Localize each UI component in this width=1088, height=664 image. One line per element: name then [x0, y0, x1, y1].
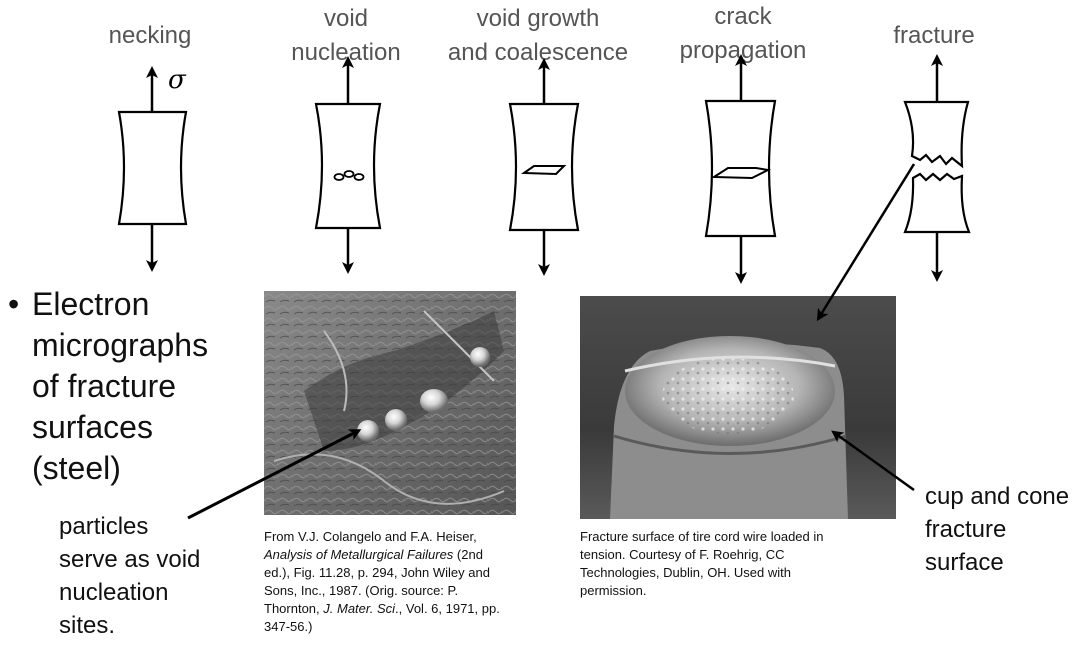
void: [353, 173, 365, 181]
callout-line: cup and cone: [925, 483, 1070, 510]
stage-label-line: void: [323, 5, 369, 32]
stage-label-line: necking: [108, 22, 192, 49]
caption-line: 347-56.): [264, 618, 554, 636]
stage-label-fracture: fracture: [874, 19, 994, 53]
callout-line: surface: [925, 549, 1004, 576]
particle: [420, 389, 448, 413]
caption-line: Fracture surface of tire cord wire loade…: [580, 528, 890, 546]
bullet-line: (steel): [32, 450, 121, 486]
stage-label-crack-propagation: crack propagation: [668, 0, 818, 68]
caption-text: Sons, Inc., 1987. (Orig. source: P.: [264, 583, 459, 598]
caption-text: ., Vol. 6, 1971, pp.: [395, 601, 500, 616]
stage-label-line: fracture: [893, 22, 975, 49]
fracture-specimen: [903, 54, 971, 282]
necking-specimen: σ: [117, 65, 188, 272]
callout-line: particles: [59, 513, 149, 540]
bullet-line: of fracture: [32, 368, 177, 404]
caption-line: From V.J. Colangelo and F.A. Heiser,: [264, 528, 554, 546]
fracture-to-micrograph-arrow: [816, 163, 916, 322]
specimen-outline: [314, 102, 382, 230]
cup-cone-pointer-arrow: [831, 430, 915, 492]
void-growth-specimen: [508, 58, 580, 276]
cup-and-cone-micrograph: [580, 296, 896, 519]
micrographs-bullet: • Electron micrographs of fracture surfa…: [8, 284, 208, 489]
caption-line: tension. Courtesy of F. Roehrig, CC: [580, 546, 890, 564]
void: [343, 170, 355, 178]
right-micrograph-caption: Fracture surface of tire cord wire loade…: [580, 528, 890, 600]
caption-line: ed.), Fig. 11.28, p. 294, John Wiley and: [264, 564, 554, 582]
caption-text: Thornton,: [264, 601, 324, 616]
stage-label-void-growth: void growth and coalescence: [430, 2, 646, 70]
caption-line: Sons, Inc., 1987. (Orig. source: P.: [264, 582, 554, 600]
specimen-outline: [117, 110, 188, 226]
cup-cone-callout: cup and cone fracture surface: [925, 480, 1069, 579]
callout-line: nucleation: [59, 579, 169, 606]
stage-label-line: and coalescence: [447, 39, 629, 66]
caption-italic: Analysis of Metallurgical Failures: [264, 547, 454, 562]
particle: [385, 409, 407, 431]
upper-fracture-half: [903, 100, 970, 169]
specimen-outline: [704, 99, 777, 238]
stage-label-necking: necking: [90, 19, 210, 53]
bullet-symbol: •: [8, 286, 20, 322]
callout-line: fracture: [925, 516, 1007, 543]
stage-label-line: void growth: [476, 5, 600, 32]
caption-text: ed.), Fig. 11.28, p. 294, John Wiley and: [264, 565, 490, 580]
caption-text: From V.J. Colangelo and F.A. Heiser,: [264, 529, 477, 544]
caption-italic: J. Mater. Sci: [323, 601, 396, 616]
stress-symbol: σ: [168, 65, 187, 95]
particle: [470, 347, 490, 367]
bullet-line: micrographs: [32, 327, 209, 363]
bullet-line: Electron: [32, 286, 150, 322]
specimen-outline: [508, 102, 580, 232]
coalesced-void: [520, 165, 567, 176]
callout-line: sites.: [59, 612, 116, 639]
caption-text: Technologies, Dublin, OH. Used with: [580, 565, 791, 580]
caption-line: Thornton, J. Mater. Sci., Vol. 6, 1971, …: [264, 600, 554, 618]
left-micrograph-caption: From V.J. Colangelo and F.A. Heiser, Ana…: [264, 528, 554, 636]
particles-callout: particles serve as void nucleation sites…: [59, 510, 200, 642]
crack: [710, 167, 772, 180]
bullet-line: surfaces: [32, 409, 153, 445]
caption-text: (2nd: [453, 547, 483, 562]
crack-propagation-specimen: [704, 54, 777, 284]
caption-line: permission.: [580, 582, 890, 600]
lower-fracture-half: [903, 172, 971, 234]
void-nucleation-specimen: [314, 56, 382, 274]
void-nucleation-micrograph: [264, 291, 516, 515]
stage-label-line: crack: [714, 3, 772, 30]
caption-text: Fracture surface of tire cord wire loade…: [580, 529, 824, 544]
void: [333, 173, 345, 181]
particles-pointer-arrow: [187, 429, 362, 520]
caption-text: tension. Courtesy of F. Roehrig, CC: [580, 547, 785, 562]
caption-line: Technologies, Dublin, OH. Used with: [580, 564, 890, 582]
caption-text: 347-56.): [264, 619, 313, 634]
caption-text: permission.: [580, 583, 647, 598]
caption-line: Analysis of Metallurgical Failures (2nd: [264, 546, 554, 564]
particle: [357, 420, 379, 442]
callout-line: serve as void: [59, 546, 201, 573]
